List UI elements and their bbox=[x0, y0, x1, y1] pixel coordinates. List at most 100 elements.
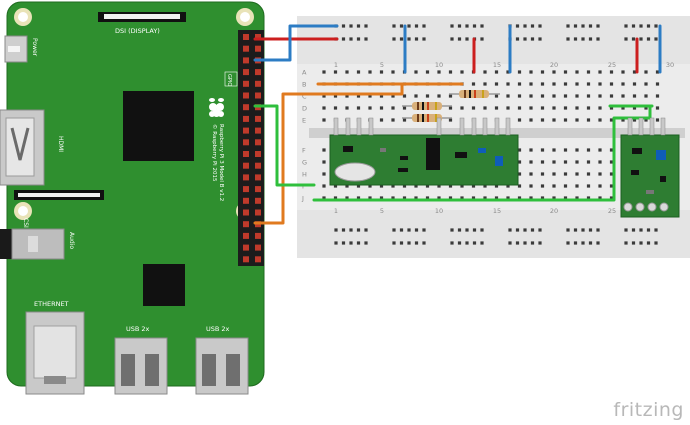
rail-hole bbox=[457, 241, 462, 245]
terminal-hole bbox=[425, 184, 430, 188]
wire-green-signal bbox=[253, 104, 316, 187]
row-letter: F bbox=[302, 147, 306, 155]
rail-hole bbox=[654, 228, 658, 232]
gpio-pin bbox=[255, 232, 261, 239]
terminal-hole bbox=[552, 172, 556, 176]
terminal-hole bbox=[609, 172, 614, 176]
terminal-hole bbox=[402, 184, 407, 188]
terminal-hole bbox=[563, 94, 568, 98]
rail-hole bbox=[639, 228, 643, 232]
terminal-hole bbox=[333, 94, 338, 98]
gpio-pin bbox=[255, 151, 261, 157]
dsi-connector: DSI (DISPLAY) bbox=[98, 12, 186, 35]
terminal-hole bbox=[379, 106, 384, 110]
module-pin bbox=[649, 117, 655, 136]
terminal-hole bbox=[425, 196, 430, 200]
terminal-hole bbox=[575, 82, 579, 86]
terminal-hole bbox=[540, 82, 545, 86]
terminal-hole bbox=[632, 118, 637, 122]
row-letter: B bbox=[302, 81, 306, 89]
terminal-hole bbox=[621, 82, 625, 86]
rail-hole bbox=[515, 228, 520, 232]
terminal-hole bbox=[529, 94, 533, 98]
rail-hole bbox=[457, 37, 462, 41]
terminal-hole bbox=[356, 106, 361, 110]
resistor-1 bbox=[449, 90, 500, 98]
terminal-hole bbox=[586, 196, 591, 200]
terminal-hole bbox=[563, 184, 568, 188]
gpio-pin bbox=[243, 244, 249, 251]
terminal-hole bbox=[529, 160, 533, 164]
terminal-hole bbox=[644, 118, 648, 122]
terminal-hole bbox=[356, 184, 361, 188]
terminal-hole bbox=[563, 160, 568, 164]
rail-hole bbox=[480, 241, 484, 245]
gpio-label: GPIO bbox=[226, 74, 232, 86]
terminal-hole bbox=[506, 106, 510, 110]
terminal-hole bbox=[598, 70, 602, 74]
terminal-hole bbox=[345, 94, 349, 98]
terminal-hole bbox=[448, 184, 453, 188]
terminal-hole bbox=[575, 184, 579, 188]
terminal-hole bbox=[632, 106, 637, 110]
terminal-hole bbox=[345, 70, 349, 74]
column-number: 1 bbox=[334, 61, 338, 69]
rail-hole bbox=[334, 228, 338, 232]
resistors bbox=[402, 90, 500, 122]
column-number: 10 bbox=[435, 207, 443, 215]
gpio-pin bbox=[255, 69, 261, 76]
terminal-hole bbox=[529, 196, 533, 200]
rail-hole bbox=[422, 37, 426, 41]
terminal-hole bbox=[414, 70, 418, 74]
terminal-hole bbox=[552, 160, 556, 164]
terminal-hole bbox=[506, 196, 510, 200]
soc-chip bbox=[123, 91, 194, 161]
rail-hole bbox=[588, 241, 593, 245]
gpio-pin bbox=[243, 256, 249, 263]
terminal-hole bbox=[609, 118, 614, 122]
terminal-hole bbox=[598, 196, 602, 200]
terminal-hole bbox=[517, 70, 522, 74]
gpio-header bbox=[238, 30, 264, 266]
gpio-pin bbox=[255, 80, 261, 87]
gpio-pin bbox=[243, 34, 249, 40]
row-letter: C bbox=[302, 93, 307, 101]
rail-hole bbox=[392, 241, 396, 245]
terminal-hole bbox=[391, 70, 395, 74]
column-number: 30 bbox=[666, 61, 674, 69]
terminal-hole bbox=[356, 70, 361, 74]
terminal-hole bbox=[609, 184, 614, 188]
terminal-hole bbox=[506, 82, 510, 86]
gpio-pin bbox=[243, 69, 249, 76]
rail-hole bbox=[465, 228, 469, 232]
rail-hole bbox=[364, 241, 368, 245]
module-pin bbox=[345, 117, 351, 136]
terminal-hole bbox=[494, 184, 499, 188]
terminal-hole bbox=[655, 94, 660, 98]
terminal-hole bbox=[517, 94, 522, 98]
lan-chip bbox=[143, 264, 185, 306]
gpio-pin bbox=[243, 45, 249, 52]
rail-hole bbox=[596, 228, 600, 232]
gpio-pin bbox=[255, 45, 261, 52]
rail-hole bbox=[588, 24, 593, 28]
terminal-hole bbox=[333, 184, 338, 188]
hdmi-label: HDMI bbox=[57, 136, 64, 152]
rail-hole bbox=[450, 24, 454, 28]
terminal-hole bbox=[414, 196, 418, 200]
rail-hole bbox=[480, 24, 484, 28]
terminal-hole bbox=[621, 106, 625, 110]
gpio-pin bbox=[255, 162, 261, 169]
rail-hole bbox=[356, 37, 361, 41]
terminal-hole bbox=[460, 184, 464, 188]
terminal-hole bbox=[540, 172, 545, 176]
terminal-hole bbox=[575, 148, 579, 152]
terminal-hole bbox=[598, 148, 602, 152]
terminal-hole bbox=[563, 118, 568, 122]
terminal-hole bbox=[609, 82, 614, 86]
terminal-hole bbox=[575, 160, 579, 164]
terminal-hole bbox=[644, 94, 648, 98]
terminal-hole bbox=[345, 106, 349, 110]
hdmi-connector: HDMI bbox=[0, 109, 64, 186]
rail-hole bbox=[349, 24, 353, 28]
